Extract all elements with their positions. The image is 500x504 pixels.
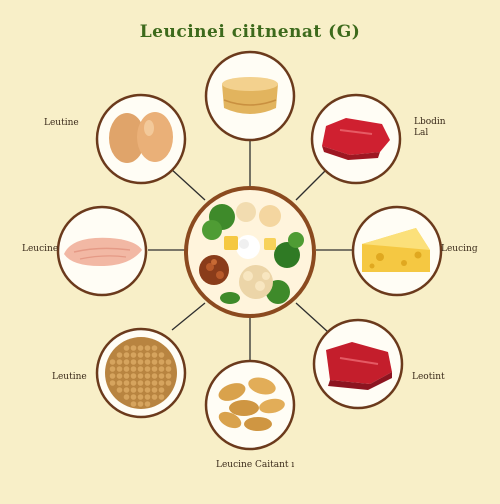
lentil-dot bbox=[158, 366, 165, 372]
peanuts-icon bbox=[204, 359, 296, 451]
lentil-dot bbox=[144, 345, 151, 351]
connector-upper-left bbox=[169, 167, 206, 201]
label-beef: Lbodin Lal bbox=[414, 117, 446, 138]
connector-upper-right bbox=[295, 167, 329, 201]
chicken-breast-icon bbox=[56, 205, 148, 297]
lentil-dot bbox=[158, 373, 165, 379]
lentil-dot bbox=[123, 380, 130, 386]
lentil-dot bbox=[123, 359, 130, 365]
lentil-dot bbox=[137, 387, 144, 393]
lentil-dot bbox=[151, 394, 158, 400]
lentil-dot bbox=[151, 359, 158, 365]
lentil-dot bbox=[116, 366, 123, 372]
connectors bbox=[148, 140, 352, 360]
cheese-icon bbox=[351, 205, 443, 297]
lentil-dot bbox=[137, 359, 144, 365]
lentil-dot bbox=[116, 373, 123, 379]
lentil-dot bbox=[165, 373, 172, 379]
lentil-dot bbox=[130, 373, 137, 379]
mixed-food-bowl-icon bbox=[184, 186, 316, 318]
lentil-dot bbox=[123, 345, 130, 351]
lentil-dot bbox=[151, 373, 158, 379]
lentil-dot bbox=[130, 366, 137, 372]
lentil-dot bbox=[109, 359, 116, 365]
lentil-dot bbox=[123, 366, 130, 372]
lentil-dot bbox=[123, 394, 130, 400]
lentil-dot bbox=[137, 401, 144, 407]
lentil-dot bbox=[158, 394, 165, 400]
lentil-dot bbox=[130, 352, 137, 358]
lentil-dot bbox=[116, 380, 123, 386]
lentil-dot bbox=[137, 352, 144, 358]
lentil-dot bbox=[165, 359, 172, 365]
lentil-dot bbox=[158, 359, 165, 365]
lentil-dot bbox=[151, 387, 158, 393]
lentil-dot bbox=[151, 366, 158, 372]
label-lentils: Leutine bbox=[52, 372, 87, 382]
lentil-dot bbox=[109, 366, 116, 372]
lentil-dot bbox=[109, 380, 116, 386]
lentil-dot bbox=[144, 387, 151, 393]
lentil-dot bbox=[151, 380, 158, 386]
lentil-dot bbox=[130, 380, 137, 386]
lentil-dot bbox=[151, 345, 158, 351]
lentil-dot bbox=[137, 366, 144, 372]
lentil-dot bbox=[144, 380, 151, 386]
lentil-dot bbox=[130, 345, 137, 351]
soup-bowl-icon bbox=[204, 50, 296, 142]
lentil-dot bbox=[158, 352, 165, 358]
lentil-dot bbox=[165, 380, 172, 386]
lentil-dot bbox=[144, 352, 151, 358]
lentil-dot bbox=[123, 373, 130, 379]
steak-icon bbox=[312, 318, 404, 410]
lentil-dot bbox=[109, 373, 116, 379]
connector-lower-left bbox=[171, 302, 206, 331]
label-nuts: Leucine Caitant ı bbox=[216, 460, 295, 470]
lentil-dot bbox=[130, 394, 137, 400]
label-eggs: Leutine bbox=[44, 118, 79, 128]
label-chicken: Leucine bbox=[22, 244, 59, 254]
lentil-dot bbox=[165, 366, 172, 372]
lentil-dot bbox=[137, 394, 144, 400]
lentil-dot bbox=[151, 352, 158, 358]
lentil-dot bbox=[144, 373, 151, 379]
lentil-dot bbox=[123, 387, 130, 393]
lentil-dot bbox=[137, 373, 144, 379]
lentil-dot bbox=[144, 394, 151, 400]
lentil-dot bbox=[158, 387, 165, 393]
lentil-dot bbox=[130, 401, 137, 407]
eggs-icon bbox=[95, 93, 187, 185]
lentil-dot bbox=[144, 366, 151, 372]
label-cheese: Leucing bbox=[441, 244, 478, 254]
lentil-dot bbox=[137, 380, 144, 386]
lentils-icon bbox=[95, 327, 187, 419]
label-steak: Leotint bbox=[412, 372, 445, 382]
lentil-dot bbox=[116, 387, 123, 393]
connector-lower-right bbox=[295, 302, 329, 333]
lentil-dot bbox=[130, 387, 137, 393]
lentil-dot bbox=[137, 345, 144, 351]
lentil-dot bbox=[116, 352, 123, 358]
lentil-dot bbox=[158, 380, 165, 386]
lentil-dot bbox=[130, 359, 137, 365]
lentil-dot bbox=[116, 359, 123, 365]
diagram-title: Leucinei ciitnenat (G) bbox=[139, 22, 361, 42]
lentil-dot bbox=[144, 401, 151, 407]
lentil-dot bbox=[144, 359, 151, 365]
lentil-dot bbox=[123, 352, 130, 358]
beef-icon bbox=[310, 93, 402, 185]
